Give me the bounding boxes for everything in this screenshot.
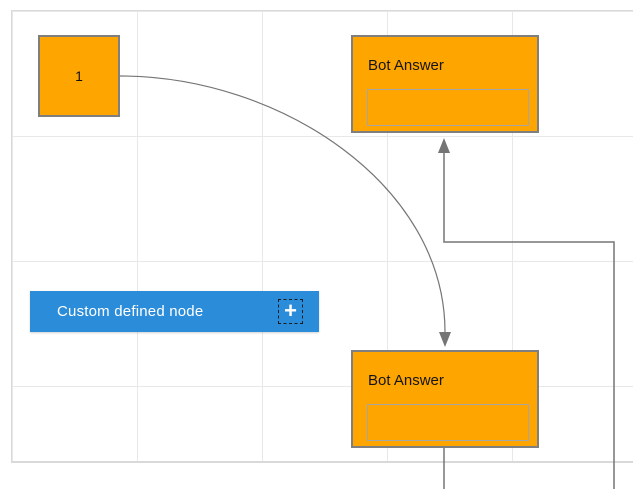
- add-port-handle[interactable]: +: [278, 299, 303, 324]
- plus-icon: +: [284, 297, 297, 323]
- custom-node-label: Custom defined node: [57, 303, 204, 320]
- node-start-label: 1: [75, 68, 83, 84]
- node-bot-answer-top[interactable]: Bot Answer: [351, 35, 539, 133]
- connector-bezier-start-to-bottom[interactable]: [119, 75, 446, 333]
- bot-answer-title: Bot Answer: [368, 57, 444, 74]
- node-custom-defined[interactable]: Custom defined node +: [30, 291, 319, 332]
- connector-orthogonal-to-top[interactable]: [443, 153, 615, 489]
- bot-answer-input[interactable]: [367, 89, 529, 126]
- bot-answer-title: Bot Answer: [368, 372, 444, 389]
- node-start[interactable]: 1: [38, 35, 120, 117]
- node-bot-answer-bottom[interactable]: Bot Answer: [351, 350, 539, 448]
- arrowhead-up-icon: [438, 138, 450, 153]
- bot-answer-input[interactable]: [367, 404, 529, 441]
- arrowhead-down-icon: [439, 332, 451, 347]
